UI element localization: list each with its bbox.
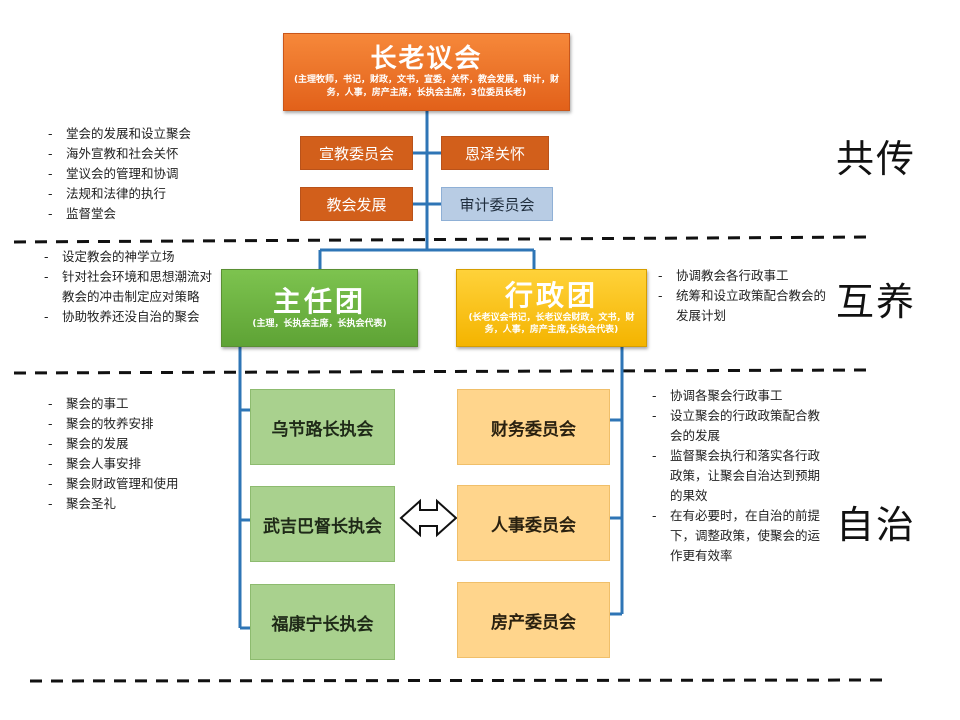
zhuren-title: 主任团	[272, 285, 366, 318]
note-item: 堂议会的管理和协调	[44, 164, 254, 184]
note-item: 设立聚会的行政政策配合教会的发展	[648, 406, 820, 446]
note-item: 统筹和设立政策配合教会的发展计划	[654, 286, 834, 326]
xingzheng-box: 行政团 (长老议会书记，长老议会财政，文书，财务，人事，房产主席,长执会代表)	[456, 269, 647, 347]
label-zizhi: 自治	[836, 503, 917, 547]
council-orchard: 乌节路长执会	[250, 389, 395, 465]
connector-lines	[238, 111, 624, 630]
note-item: 聚会的事工	[44, 394, 244, 414]
note-item: 聚会圣礼	[44, 494, 244, 514]
finance-committee: 财务委员会	[457, 389, 610, 465]
note-item: 监督聚会执行和落实各行政政策，让聚会自治达到预期的果效	[648, 446, 820, 506]
note-item: 堂会的发展和设立聚会	[44, 124, 254, 144]
note-item: 聚会财政管理和使用	[44, 474, 244, 494]
xingzheng-title: 行政团	[504, 279, 598, 312]
note-item: 聚会人事安排	[44, 454, 244, 474]
personnel-committee: 人事委员会	[457, 485, 610, 561]
elder-council-title: 长老议会	[370, 44, 483, 74]
note-item: 监督堂会	[44, 204, 254, 224]
property-committee: 房产委员会	[457, 582, 610, 658]
note-item: 聚会的牧养安排	[44, 414, 244, 434]
council-fort-canning: 福康宁长执会	[250, 584, 395, 660]
zhuren-box: 主任团 (主理，长执会主席，长执会代表)	[221, 269, 418, 347]
note-item: 法规和法律的执行	[44, 184, 254, 204]
left-notes-1: 堂会的发展和设立聚会 海外宣教和社会关怀 堂议会的管理和协调 法规和法律的执行 …	[44, 124, 254, 224]
committee-enze: 恩泽关怀	[441, 136, 549, 170]
right-notes-3: 协调各聚会行政事工 设立聚会的行政政策配合教会的发展 监督聚会执行和落实各行政政…	[648, 386, 820, 566]
note-item: 聚会的发展	[44, 434, 244, 454]
zhuren-subtitle: (主理，长执会主席，长执会代表)	[252, 319, 387, 329]
dashed-separators	[13, 235, 886, 683]
elder-council-box: 长老议会 (主理牧师，书记，财政，文书，宣委，关怀，教会发展，审计，财务，人事，…	[283, 33, 570, 111]
label-huyang: 互养	[836, 280, 917, 324]
committee-xuanjiao: 宣教委员会	[300, 136, 413, 170]
label-gongchuan: 共传	[836, 137, 917, 181]
separator-3	[29, 678, 886, 683]
separator-1	[13, 235, 869, 244]
separator-2	[13, 368, 869, 375]
right-notes-2: 协调教会各行政事工 统筹和设立政策配合教会的发展计划	[654, 266, 834, 326]
note-item: 针对社会环境和思想潮流对教会的冲击制定应对策略	[40, 267, 218, 307]
council-bukit-batok: 武吉巴督长执会	[250, 486, 395, 562]
note-item: 协助牧养还没自治的聚会	[40, 307, 218, 327]
left-notes-3: 聚会的事工 聚会的牧养安排 聚会的发展 聚会人事安排 聚会财政管理和使用 聚会圣…	[44, 394, 244, 514]
elder-council-subtitle: (主理牧师，书记，财政，文书，宣委，关怀，教会发展，审计，财务，人事，房产主席，…	[293, 75, 560, 98]
note-item: 在有必要时，在自治的前提下，调整政策，使聚会的运作更有效率	[648, 506, 820, 566]
committee-shenji: 审计委员会	[441, 187, 553, 221]
double-arrow-icon	[399, 498, 458, 538]
note-item: 协调教会各行政事工	[654, 266, 834, 286]
note-item: 海外宣教和社会关怀	[44, 144, 254, 164]
note-item: 设定教会的神学立场	[40, 247, 218, 267]
committee-fazhan: 教会发展	[300, 187, 413, 221]
note-item: 协调各聚会行政事工	[648, 386, 820, 406]
xingzheng-subtitle: (长老议会书记，长老议会财政，文书，财务，人事，房产主席,长执会代表)	[468, 313, 635, 335]
left-notes-2: 设定教会的神学立场 针对社会环境和思想潮流对教会的冲击制定应对策略 协助牧养还没…	[40, 247, 218, 327]
